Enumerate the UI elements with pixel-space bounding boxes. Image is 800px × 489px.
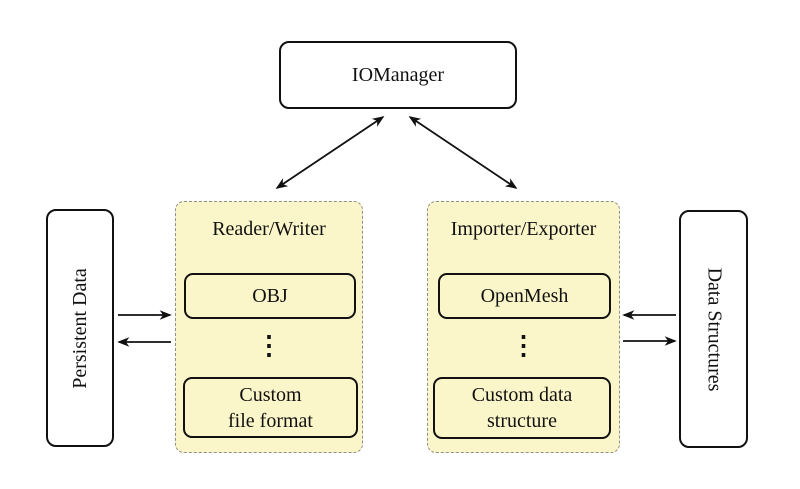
reader-writer-title: Reader/Writer	[212, 218, 326, 240]
arrow-iomanager-importerexporter	[408, 116, 518, 189]
importer-exporter-ellipsis: ⋮	[510, 331, 537, 360]
obj-label: OBJ	[252, 285, 288, 307]
iomanager-node: IOManager	[279, 41, 517, 109]
custom-data-structure-node: Custom data structure	[433, 377, 611, 439]
persistent-data-label: Persistent Data	[68, 267, 91, 389]
custom-data-structure-label: Custom data structure	[471, 384, 573, 432]
reader-writer-group: Reader/Writer OBJ ⋮ Custom file format	[175, 201, 363, 453]
persistent-data-node: Persistent Data	[46, 209, 114, 447]
openmesh-node: OpenMesh	[438, 273, 611, 319]
data-structures-node: Data Structures	[679, 210, 748, 448]
arrow-iomanager-readerwriter	[275, 116, 385, 189]
custom-file-format-node: Custom file format	[183, 377, 358, 438]
custom-file-format-label: Custom file format	[228, 383, 313, 432]
reader-writer-ellipsis: ⋮	[256, 331, 282, 360]
iomanager-label: IOManager	[351, 63, 445, 86]
openmesh-label: OpenMesh	[480, 285, 569, 307]
importer-exporter-group: Importer/Exporter OpenMesh ⋮ Custom data…	[427, 201, 620, 453]
importer-exporter-title: Importer/Exporter	[450, 218, 597, 240]
obj-node: OBJ	[184, 273, 356, 319]
data-structures-label: Data Structures	[703, 267, 726, 391]
